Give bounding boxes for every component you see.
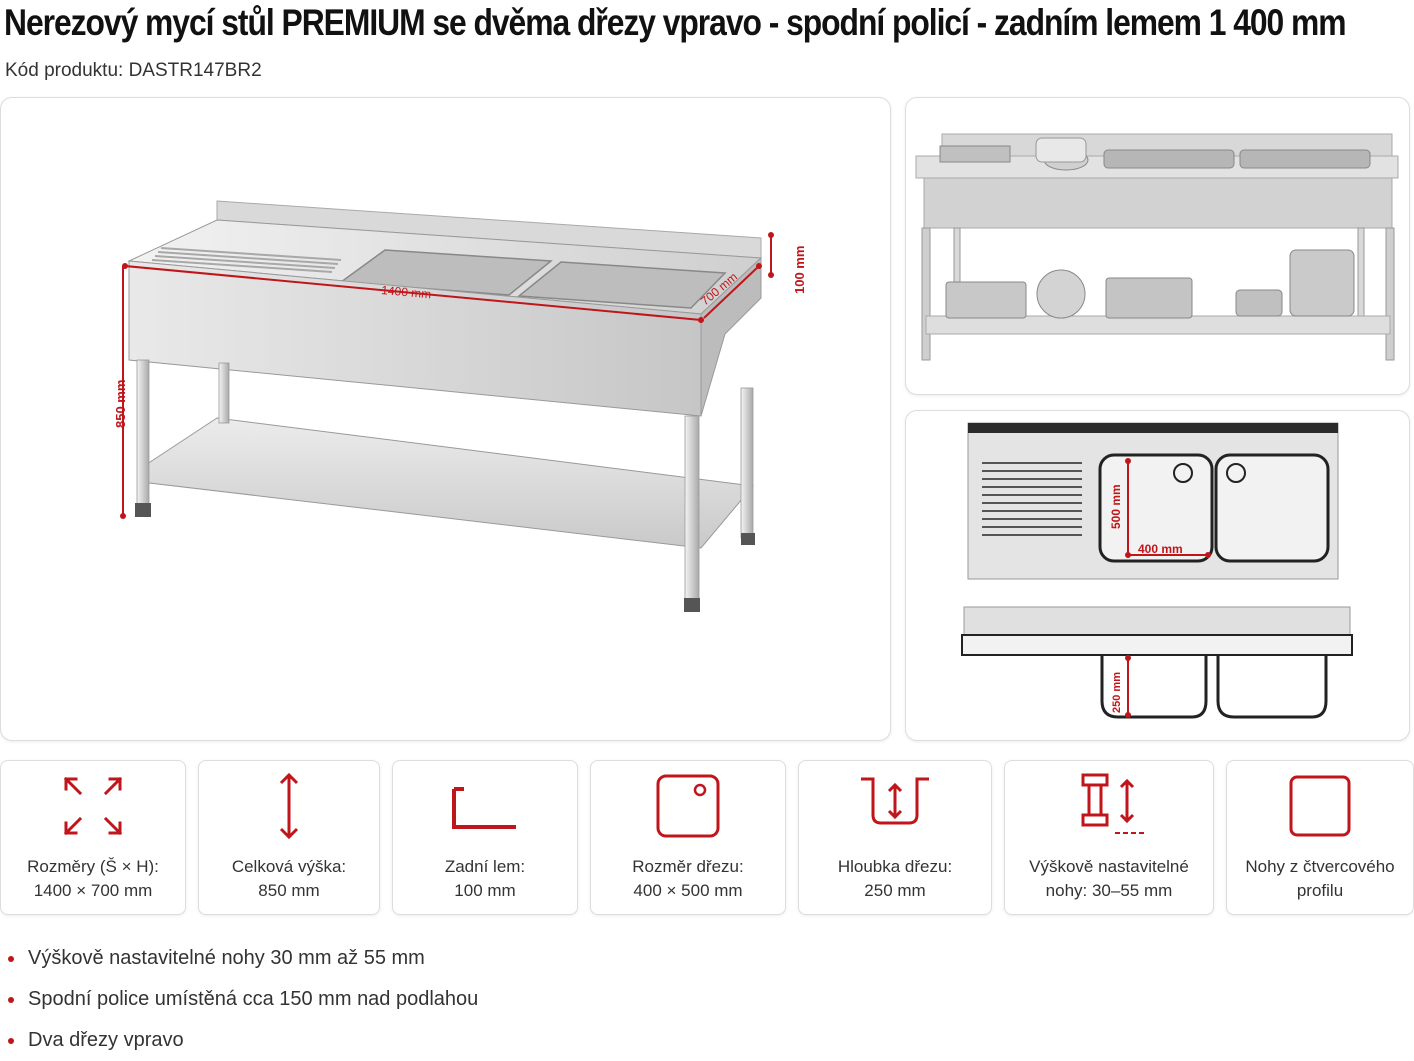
feature-label-line2: 850 mm xyxy=(258,881,320,900)
adjustable-foot-icon xyxy=(1081,773,1145,834)
sink-width-dim: 400 mm xyxy=(1138,542,1183,556)
feature-label-line1: Výškově nastavitelné xyxy=(1029,857,1189,876)
dim-width-label: 1400 mm xyxy=(381,283,432,301)
feature-bullet-list: Výškově nastavitelné nohy 30 mm až 55 mm… xyxy=(8,938,478,1061)
feature-label-line2: 250 mm xyxy=(864,881,926,900)
sink-diagram[interactable]: 500 mm 400 mm 250 mm xyxy=(905,410,1410,741)
square-profile-icon xyxy=(1289,775,1351,837)
bullet-dot-icon xyxy=(8,996,14,1003)
feature-label-line1: Rozměr dřezu: xyxy=(632,857,744,876)
product-code: Kód produktu: DASTR147BR2 xyxy=(5,60,262,81)
table-accessories-drawing xyxy=(915,133,1399,361)
feature-card-adjustable-feet: Výškově nastavitelné nohy: 30–55 mm xyxy=(1004,760,1214,915)
feature-label-line1: Zadní lem: xyxy=(444,857,526,876)
sink-table-drawing: 1400 mm 700 mm 100 mm 850 mm xyxy=(113,200,807,612)
feature-label-line2: 400 × 500 mm xyxy=(633,881,743,900)
feature-label-line2: 1400 × 700 mm xyxy=(33,881,153,900)
feature-card-backsplash: Zadní lem: 100 mm xyxy=(392,760,578,915)
product-photo-with-accessories[interactable] xyxy=(905,97,1410,395)
feature-card-dimensions: Rozměry (Š × H): 1400 × 700 mm xyxy=(0,760,186,915)
bowl-depth-dim: 250 mm xyxy=(1111,672,1123,713)
page-title: Nerezový mycí stůl PREMIUM se dvěma dřez… xyxy=(4,2,1347,43)
bullet-item: Výškově nastavitelné nohy 30 mm až 55 mm xyxy=(8,938,478,979)
feature-label-line1: Rozměry (Š × H): xyxy=(27,857,159,876)
bullet-dot-icon xyxy=(8,955,14,962)
sink-icon xyxy=(656,774,720,838)
feature-label-line2: profilu xyxy=(1296,881,1344,900)
feature-label-line1: Hloubka dřezu: xyxy=(837,857,953,876)
feature-card-square-profile: Nohy z čtvercového profilu xyxy=(1226,760,1414,915)
bullet-dot-icon xyxy=(8,1037,14,1044)
feature-label-line2: nohy: 30–55 mm xyxy=(1045,881,1173,900)
sink-depth-dim: 500 mm xyxy=(1109,484,1123,529)
feature-card-sink-depth: Hloubka dřezu: 250 mm xyxy=(798,760,992,915)
feature-card-sink-size: Rozměr dřezu: 400 × 500 mm xyxy=(590,760,786,915)
dim-backsplash-label: 100 mm xyxy=(792,246,807,294)
dim-height-label: 850 mm xyxy=(113,380,128,428)
bullet-item: Dva dřezy vpravo xyxy=(8,1020,478,1061)
feature-label-line2: 100 mm xyxy=(454,881,516,900)
vertical-arrow-icon xyxy=(279,772,299,840)
main-product-image[interactable]: 1400 mm 700 mm 100 mm 850 mm xyxy=(0,97,891,741)
feature-label-line1: Nohy z čtvercového xyxy=(1245,857,1395,876)
feature-label-line1: Celková výška: xyxy=(231,857,347,876)
sink-depth-icon xyxy=(861,777,929,825)
sink-technical-drawing: 500 mm 400 mm 250 mm xyxy=(961,422,1353,719)
expand-arrows-icon xyxy=(63,776,123,836)
backsplash-icon xyxy=(452,787,516,829)
feature-card-height: Celková výška: 850 mm xyxy=(198,760,380,915)
bullet-item: Spodní police umístěná cca 150 mm nad po… xyxy=(8,979,478,1020)
